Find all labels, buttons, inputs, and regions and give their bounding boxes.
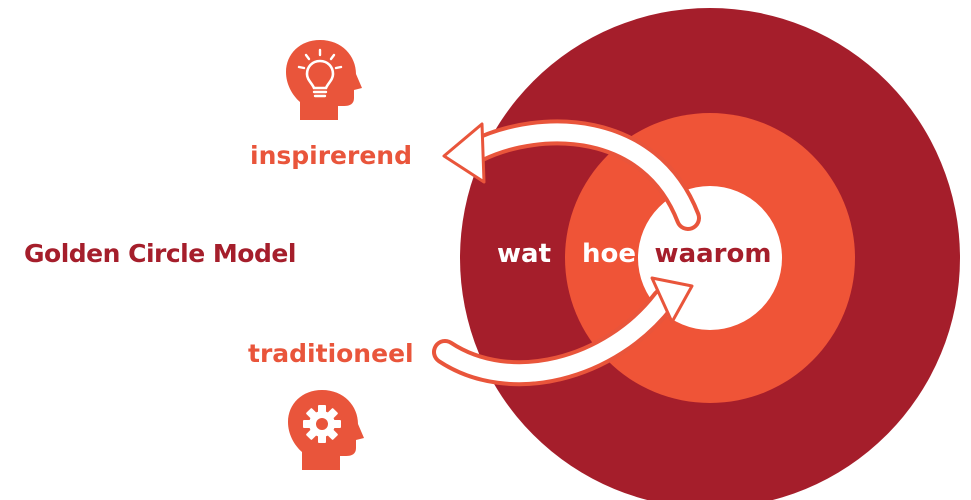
inspiring-arrow — [442, 119, 701, 231]
diagram-title: Golden Circle Model — [24, 239, 296, 268]
traditional-label: traditioneel — [248, 339, 414, 368]
outer-circle-label: wat — [497, 239, 551, 269]
gear-head-icon — [288, 390, 364, 470]
lightbulb-head-icon — [286, 40, 362, 120]
inner-circle-label: waarom — [655, 239, 772, 269]
traditional-arrow — [432, 276, 694, 387]
inspiring-label: inspirerend — [250, 141, 412, 170]
middle-circle-label: hoe — [582, 239, 636, 269]
